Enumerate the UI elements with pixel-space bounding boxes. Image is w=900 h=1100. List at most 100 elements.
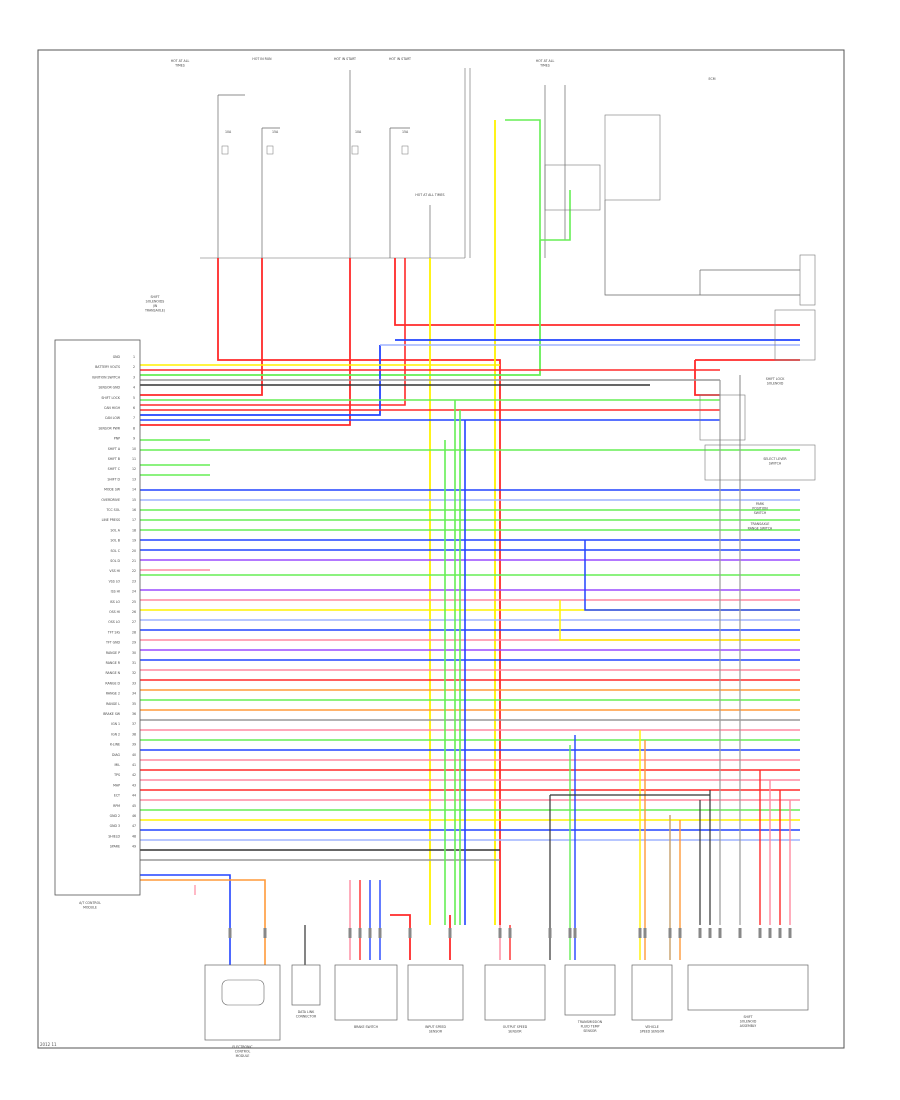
connector-box xyxy=(799,254,816,306)
ecu-pin-label: LINE PRESS xyxy=(102,518,120,522)
pin-marker xyxy=(758,928,762,938)
pin-marker xyxy=(638,928,642,938)
ecu-pin-number: 19 xyxy=(132,539,136,543)
ecu-pin-label: RANGE L xyxy=(106,702,120,706)
ecu-pin-label: SOL B xyxy=(110,539,120,543)
ecu-pin-label: TPS xyxy=(113,773,120,777)
ecu-pin-number: 10 xyxy=(132,447,136,451)
component-label: CONNECTOR xyxy=(296,1015,317,1019)
component-label: TRANSMISSION xyxy=(577,1020,603,1024)
ecu-pin-number: 31 xyxy=(132,661,136,665)
ecu-pin-number: 11 xyxy=(132,457,136,461)
wire xyxy=(394,258,800,326)
right-label: SOLENOIDS xyxy=(146,300,165,304)
ecu-pin-number: 15 xyxy=(132,498,136,502)
pin-marker xyxy=(498,928,502,938)
ecu-pin-label: MIL xyxy=(115,763,121,767)
ecu-pin-label: ISS HI xyxy=(111,590,120,594)
ecu-pin-number: 48 xyxy=(132,834,136,838)
ecu-pin-number: 44 xyxy=(132,794,136,798)
pin-marker xyxy=(448,928,452,938)
component-label: CONTROL xyxy=(235,1050,251,1054)
component-label: SOLENOID xyxy=(740,1020,757,1024)
component-label: SENSOR xyxy=(508,1030,522,1034)
ecu-pin-number: 46 xyxy=(132,814,136,818)
right-label: PARK xyxy=(756,502,765,506)
ecu-pin-number: 9 xyxy=(133,437,135,441)
ecu-pin-number: 3 xyxy=(133,375,135,379)
ecu-pin-number: 40 xyxy=(132,753,136,757)
wire xyxy=(140,240,541,376)
ecu-pin-number: 12 xyxy=(132,467,136,471)
component-box xyxy=(631,964,673,1021)
ecu-pin-label: BRAKE SW xyxy=(103,712,121,716)
right-label: POSITION xyxy=(752,507,768,511)
ecu-pin-number: 38 xyxy=(132,732,136,736)
ecu-pin-number: 27 xyxy=(132,620,136,624)
ecu-pin-label: RPM xyxy=(113,804,120,808)
ecu-box xyxy=(54,339,141,896)
wire xyxy=(140,345,381,416)
pin-marker xyxy=(263,928,267,938)
component-box xyxy=(687,964,809,1011)
ecu-pin-number: 30 xyxy=(132,651,136,655)
ecu-pin-label: SHIFT D xyxy=(107,477,120,481)
ecu-pin-label: SHIFT LOCK xyxy=(101,396,120,400)
top-label: TIMES xyxy=(174,64,185,68)
ecu-pin-label: IGN 2 xyxy=(111,732,120,736)
ecu-pin-label: SHIFT B xyxy=(108,457,120,461)
ecu-pin-number: 1 xyxy=(133,355,135,359)
pin-marker xyxy=(718,928,722,938)
ecu-pin-label: GND xyxy=(113,355,121,359)
pin-marker xyxy=(508,928,512,938)
relay-box xyxy=(544,164,601,211)
right-label: SWITCH xyxy=(769,462,782,466)
ecu-pin-number: 47 xyxy=(132,824,136,828)
component-label: VEHICLE xyxy=(645,1025,659,1029)
component-box xyxy=(204,964,281,1041)
ecu-pin-label: OVERDRIVE xyxy=(101,498,120,502)
right-label: SWITCH xyxy=(754,511,767,515)
pin-marker xyxy=(678,928,682,938)
ecu-pin-number: 4 xyxy=(133,386,135,390)
ecu-pin-label: TCC SOL xyxy=(105,508,120,512)
wire xyxy=(540,190,571,241)
ecu-pin-label: SENSOR PWR xyxy=(99,426,121,430)
ecu-pin-label: MAP xyxy=(113,783,120,787)
ecu-pin-label: SHIFT C xyxy=(108,467,121,471)
right-label: SELECT LEVER xyxy=(763,457,787,461)
component-label: ELECTRONIC xyxy=(232,1045,253,1049)
ecu-pin-label: K-LINE xyxy=(110,743,120,747)
ecu-pin-number: 14 xyxy=(132,488,136,492)
wires xyxy=(140,68,800,965)
pin-marker xyxy=(408,928,412,938)
ecu-pin-label: RANGE N xyxy=(105,671,120,675)
ecu-pin-number: 2 xyxy=(133,365,135,369)
component-label: FLUID TEMP xyxy=(581,1025,600,1029)
ecu-pin-number: 29 xyxy=(132,641,136,645)
ecu-pin-label: RANGE 2 xyxy=(106,692,120,696)
pin-marker xyxy=(348,928,352,938)
wire xyxy=(584,540,800,611)
ecu-pin-number: 36 xyxy=(132,712,136,716)
pin-marker xyxy=(378,928,382,938)
ecu-pin-number: 34 xyxy=(132,692,136,696)
ecu-pin-number: 21 xyxy=(132,559,136,563)
ecu-pin-label: GND 2 xyxy=(110,814,120,818)
component-label: SPEED SENSOR xyxy=(640,1030,665,1034)
ecu-pin-label: VSS LO xyxy=(109,579,121,583)
fuse xyxy=(351,145,359,155)
pin-marker xyxy=(708,928,712,938)
component-label: ASSEMBLY xyxy=(740,1024,757,1028)
ecu-pin-label: ISS LO xyxy=(110,600,121,604)
pin-marker xyxy=(368,928,372,938)
ecu-pin-number: 13 xyxy=(132,477,136,481)
component-label: SHIFT xyxy=(743,1015,752,1019)
top-label: ECM xyxy=(709,77,716,81)
fuse-label: 10A xyxy=(355,130,362,134)
ecu-pin-label: SPARE xyxy=(110,845,120,849)
component-box xyxy=(407,964,464,1021)
ecu-pin-label: SENSOR GND xyxy=(99,386,121,390)
ecu-pin-label: PNP xyxy=(114,437,120,441)
